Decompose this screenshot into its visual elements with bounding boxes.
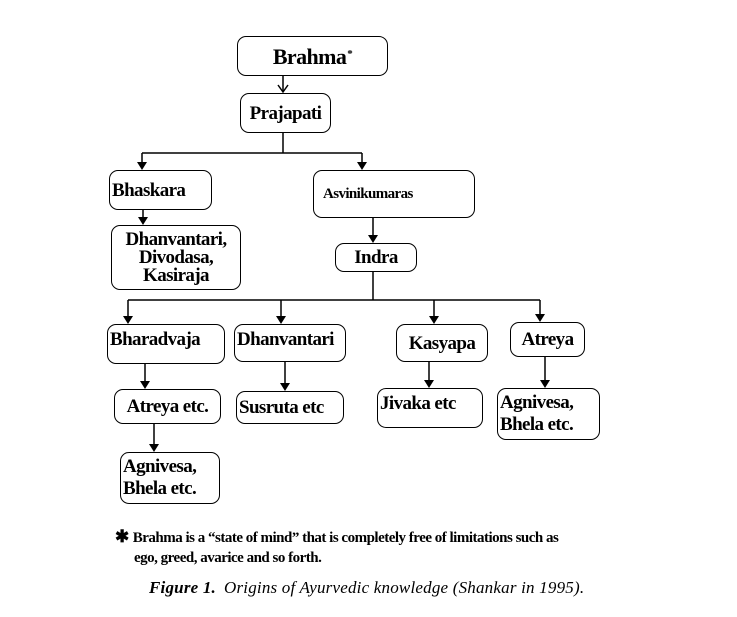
node-prajapati-label: Prajapati xyxy=(249,102,322,124)
arrowhead xyxy=(535,314,545,322)
node-dhanvantari-divodasa-label: Dhanvantari, Divodasa, Kasiraja xyxy=(125,228,227,286)
node-indra: Indra xyxy=(335,243,417,272)
node-atreya-etc-label: Atreya etc. xyxy=(126,396,209,417)
figure-caption: Figure 1. Origins of Ayurvedic knowledge … xyxy=(149,578,584,598)
arrowhead xyxy=(368,235,378,243)
arrowhead xyxy=(137,162,147,170)
arrowhead-open xyxy=(277,84,289,94)
arrowhead xyxy=(140,381,150,389)
node-bhaskara-label: Bhaskara xyxy=(112,179,186,201)
node-agnivesa-bhela-right: Agnivesa, Bhela etc. xyxy=(497,388,600,440)
arrowhead xyxy=(123,316,133,324)
node-brahma: Brahma* xyxy=(237,36,388,76)
node-agnivesa-left-label: Agnivesa, Bhela etc. xyxy=(123,456,197,499)
node-bhaskara: Bhaskara xyxy=(109,170,212,210)
footnote-line-2: ego, greed, avarice and so forth. xyxy=(134,550,322,566)
node-brahma-label: Brahma xyxy=(272,43,347,69)
node-agnivesa-bhela-left: Agnivesa, Bhela etc. xyxy=(120,452,220,504)
arrowhead xyxy=(138,217,148,225)
footnote-line-1: Brahma is a “state of mind” that is comp… xyxy=(132,530,559,546)
node-atreya-label: Atreya xyxy=(521,329,575,350)
arrowhead xyxy=(357,162,367,170)
arrowhead xyxy=(280,383,290,391)
figure-caption-text: Origins of Ayurvedic knowledge (Shankar … xyxy=(223,578,585,597)
node-indra-label: Indra xyxy=(354,247,398,268)
node-dhanvantari: Dhanvantari xyxy=(234,324,346,362)
arrowhead xyxy=(540,380,550,388)
arrowhead xyxy=(424,380,434,388)
node-susruta-etc: Susruta etc xyxy=(236,391,344,424)
asterisk-icon: ✱ xyxy=(115,527,129,546)
node-prajapati: Prajapati xyxy=(240,93,331,133)
footnote: ✱Brahma is a “state of mind” that is com… xyxy=(115,527,695,568)
node-kasyapa: Kasyapa xyxy=(396,324,488,362)
node-atreya-etc: Atreya etc. xyxy=(114,389,221,424)
node-dhanvantari-label: Dhanvantari xyxy=(237,329,334,350)
node-asvinikumaras: Asvinikumaras xyxy=(313,170,475,218)
figure-caption-label: Figure 1. xyxy=(149,578,216,597)
node-jivaka-etc: Jivaka etc xyxy=(377,388,483,428)
arrowhead xyxy=(149,444,159,452)
node-bharadvaja-label: Bharadvaja xyxy=(110,329,201,350)
node-bharadvaja: Bharadvaja xyxy=(107,324,225,364)
node-dhanvantari-divodasa-kasiraja: Dhanvantari, Divodasa, Kasiraja xyxy=(111,225,241,290)
arrowhead xyxy=(276,316,286,324)
node-atreya: Atreya xyxy=(510,322,585,357)
node-susruta-etc-label: Susruta etc xyxy=(239,397,324,418)
arrowhead xyxy=(429,316,439,324)
node-jivaka-etc-label: Jivaka etc xyxy=(380,393,456,414)
footnote-marker: * xyxy=(347,47,353,60)
node-kasyapa-label: Kasyapa xyxy=(408,332,476,354)
node-asvinikumaras-label: Asvinikumaras xyxy=(323,185,413,202)
node-agnivesa-right-label: Agnivesa, Bhela etc. xyxy=(500,392,574,435)
